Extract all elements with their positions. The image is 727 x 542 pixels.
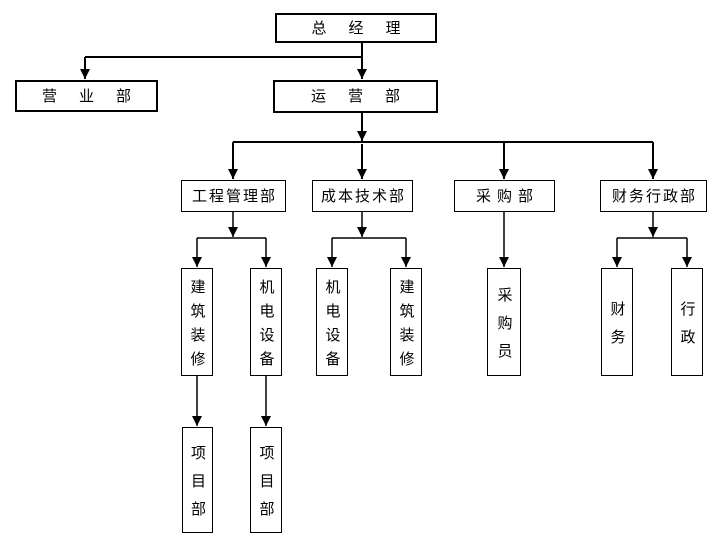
- node-operations-dept: 运营部: [273, 80, 438, 113]
- node-project-dept-b-label: 项目部: [257, 444, 275, 529]
- node-building-decoration-a-label: 建筑装修: [188, 278, 206, 375]
- edge-operations-branch: [228, 113, 658, 179]
- node-mech-elec-equipment-a-label: 机电设备: [257, 278, 275, 375]
- node-general-manager: 总经理: [275, 13, 437, 43]
- node-operations-dept-label: 运营部: [310, 88, 422, 105]
- node-mech-elec-equipment-b: 机电设备: [316, 268, 348, 376]
- node-mech-elec-equipment-b-label: 机电设备: [323, 278, 341, 375]
- edge-finance-admin-branch: [612, 212, 692, 267]
- node-building-decoration-b-label: 建筑装修: [397, 278, 415, 375]
- node-purchasing-dept-label: 采购部: [475, 187, 539, 205]
- node-cost-tech-dept-label: 成本技术部: [320, 187, 406, 205]
- node-engineering-mgmt-dept-label: 工程管理部: [191, 187, 277, 205]
- edge-gm-branch: [80, 43, 367, 79]
- node-sales-dept: 营业部: [15, 80, 158, 112]
- node-sales-dept-label: 营业部: [41, 87, 153, 105]
- node-finance-admin-dept: 财务行政部: [600, 180, 707, 212]
- node-building-decoration-a: 建筑装修: [181, 268, 213, 376]
- edge-project-depts: [192, 376, 271, 426]
- node-finance: 财务: [601, 268, 633, 376]
- node-project-dept-a-label: 项目部: [189, 444, 206, 529]
- node-purchasing-dept: 采购部: [454, 180, 555, 212]
- edge-engineering-branch: [192, 212, 271, 267]
- node-cost-tech-dept: 成本技术部: [312, 180, 413, 212]
- node-building-decoration-b: 建筑装修: [390, 268, 422, 376]
- node-general-manager-label: 总经理: [311, 19, 423, 37]
- node-admin-label: 行政: [678, 300, 696, 357]
- node-project-dept-a: 项目部: [182, 427, 213, 533]
- node-purchaser: 采购员: [487, 268, 521, 376]
- node-engineering-mgmt-dept: 工程管理部: [181, 180, 286, 212]
- node-finance-label: 财务: [608, 300, 626, 357]
- node-mech-elec-equipment-a: 机电设备: [250, 268, 282, 376]
- node-admin: 行政: [671, 268, 703, 376]
- node-project-dept-b: 项目部: [250, 427, 282, 533]
- edge-cost-tech-branch: [327, 212, 411, 267]
- node-purchaser-label: 采购员: [495, 286, 513, 371]
- node-finance-admin-dept-label: 财务行政部: [611, 187, 697, 205]
